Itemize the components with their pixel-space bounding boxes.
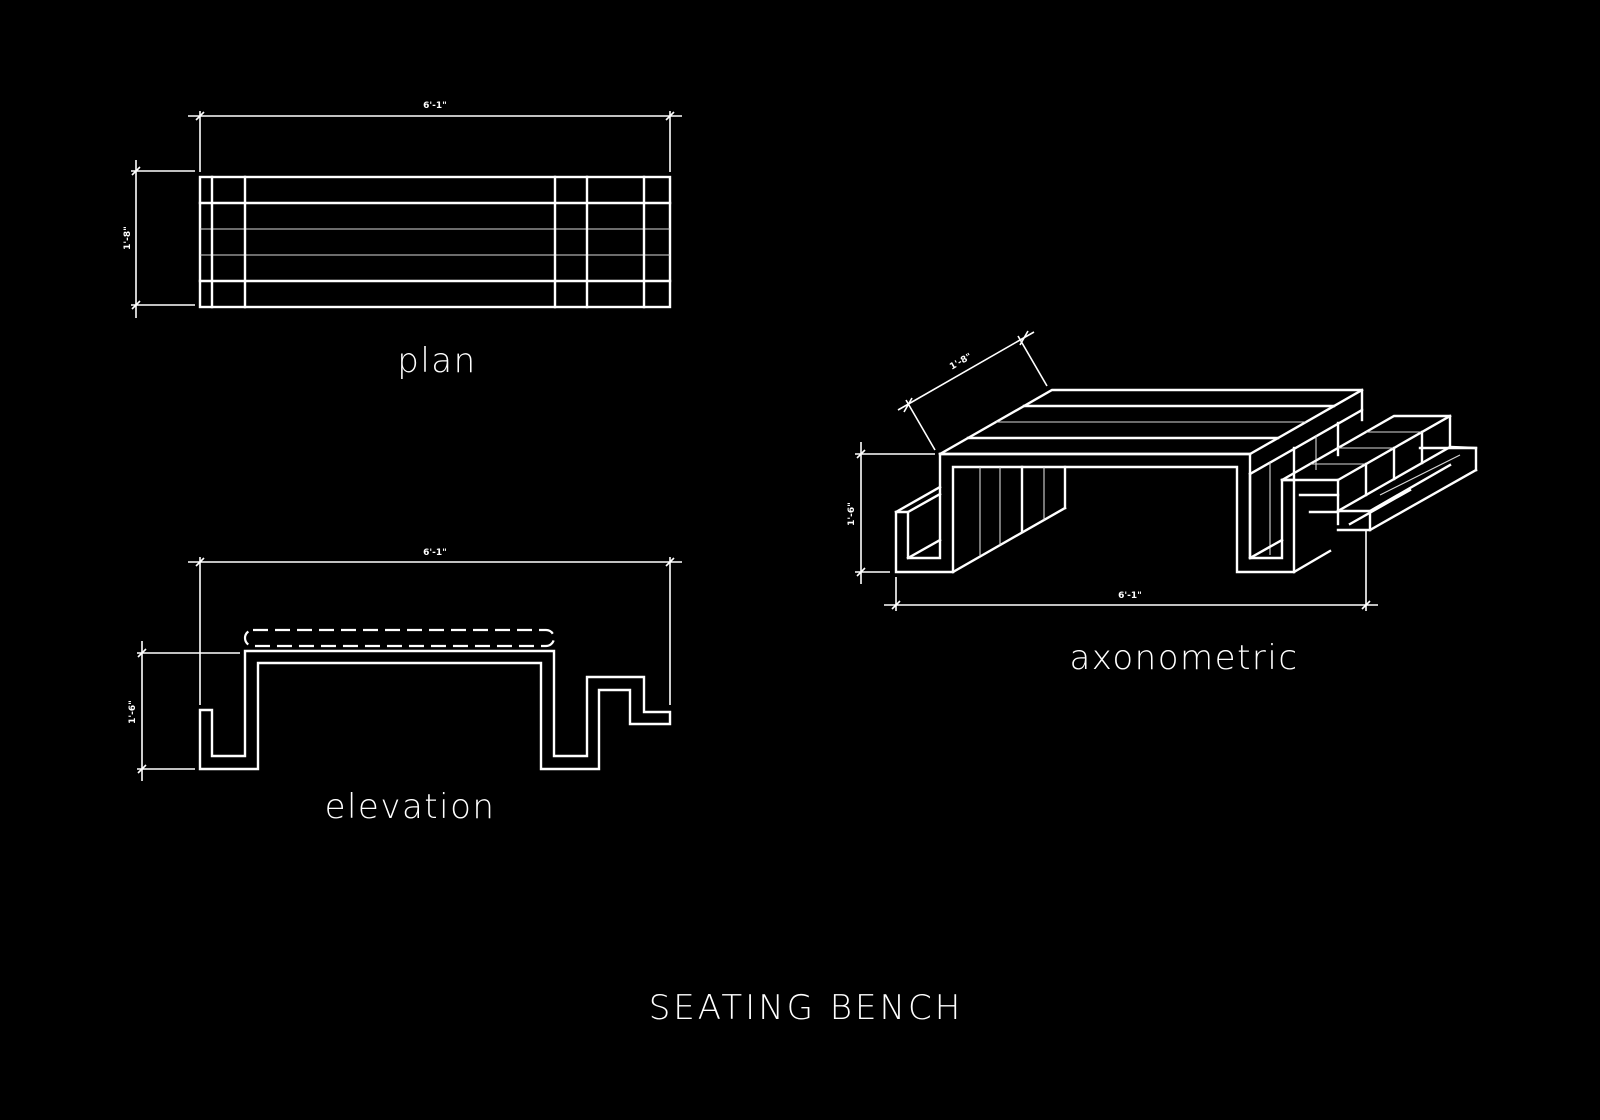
axo-frame-front [894, 452, 1296, 574]
axo-seat-top [938, 388, 1364, 476]
axonometric-label: axonometric [1069, 638, 1298, 678]
drawing-title: SEATING BENCH [649, 988, 964, 1028]
elevation-length-dimension: 6'-1" [188, 548, 682, 705]
axo-height-text: 1'-6" [847, 502, 857, 526]
elevation-frame-outer [198, 649, 672, 771]
plan-width-text: 1'-8" [123, 226, 133, 250]
elevation-length-text: 6'-1" [423, 548, 447, 558]
axo-left-leg [894, 465, 1067, 574]
axo-width-dimension: 1'-8" [897, 330, 1048, 451]
elevation-height-dimension: 1'-6" [128, 641, 240, 781]
plan-label: plan [397, 341, 476, 381]
axonometric-view: 1'-8" 1'-6" 6'-1" axonometric [847, 330, 1478, 678]
elevation-label: elevation [325, 787, 496, 827]
elevation-height-text: 1'-6" [128, 700, 138, 724]
plan-supports [210, 175, 646, 309]
axo-height-dimension: 1'-6" [847, 442, 935, 584]
elevation-view: 6'-1" 1'-6" elevation [128, 548, 682, 827]
axo-seat-slats [966, 404, 1336, 440]
axo-right-leg [1248, 408, 1364, 574]
plan-length-dimension: 6'-1" [188, 101, 682, 172]
plan-width-dimension: 1'-8" [123, 160, 195, 318]
plan-outline [198, 175, 672, 309]
axo-side-blocks [1280, 414, 1478, 532]
axo-length-text: 6'-1" [1118, 591, 1142, 601]
axo-length-dimension: 6'-1" [884, 530, 1378, 611]
plan-slats [198, 201, 672, 283]
plan-view: 6'-1" 1'-8" plan [123, 101, 682, 381]
plan-length-text: 6'-1" [423, 101, 447, 111]
elevation-seat-profile [243, 628, 556, 648]
